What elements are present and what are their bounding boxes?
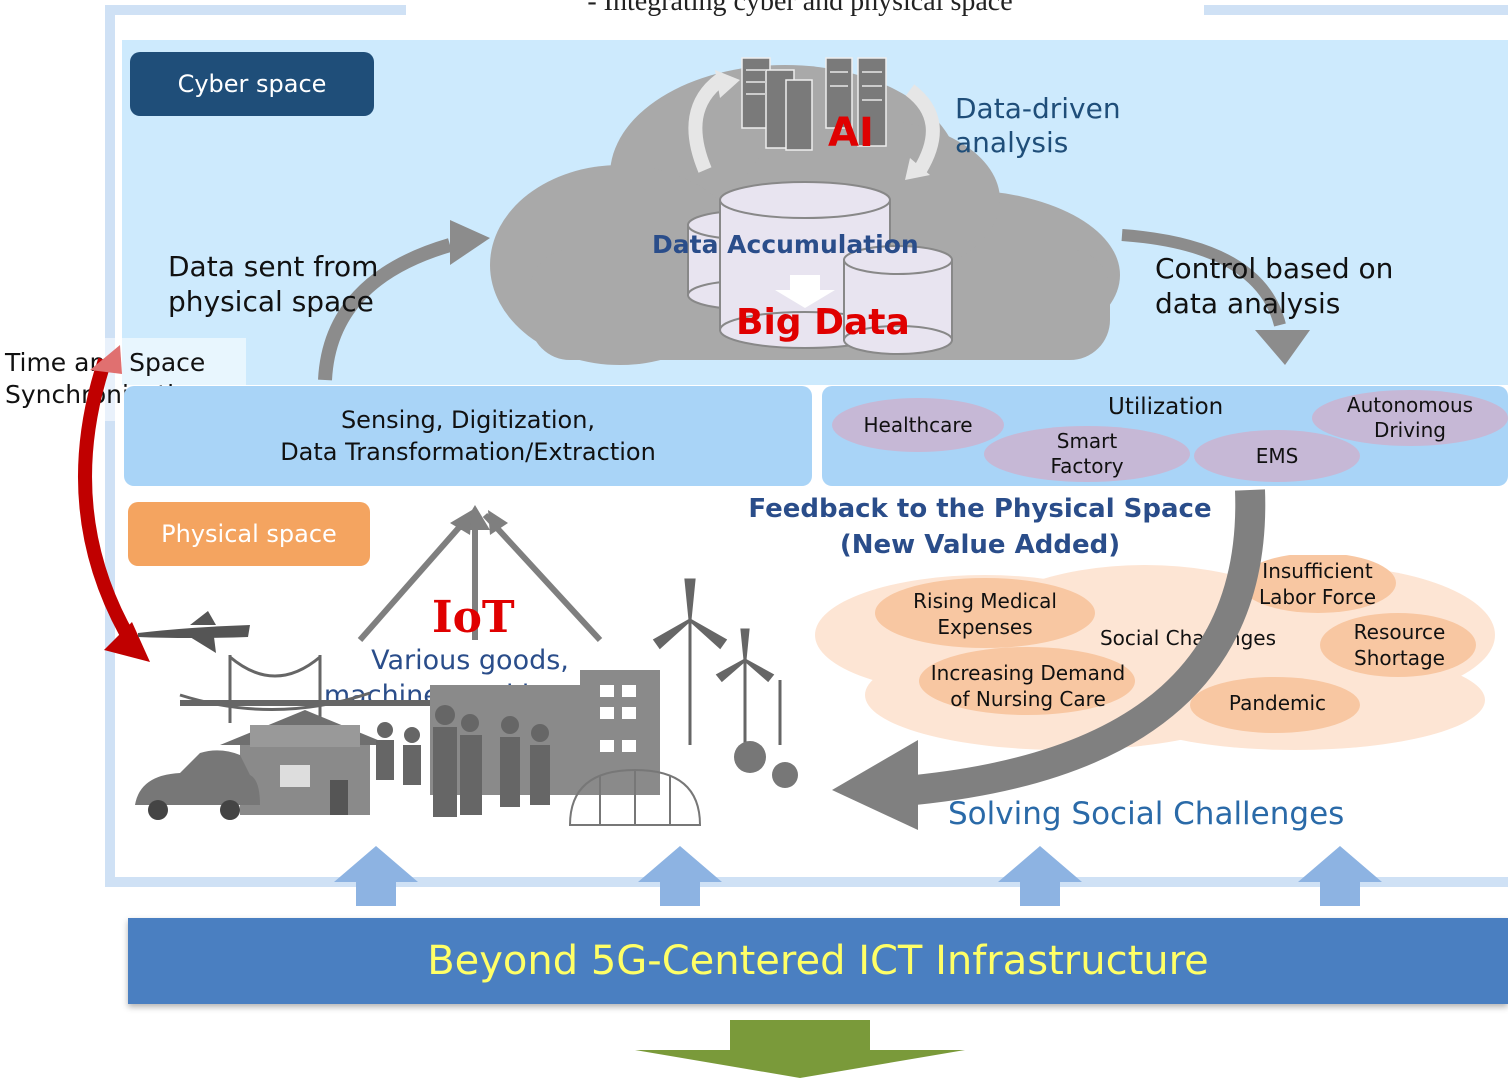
solving-social-challenges: Solving Social Challenges [948,796,1345,832]
pandemic-label: Pandemic [1228,691,1327,715]
feedback-line1: Feedback to the Physical Space [748,494,1212,524]
city-illustration [135,578,798,826]
sensing-bar [124,386,812,486]
database-cylinders [687,181,953,355]
labor-line2: Labor Force [1258,585,1377,609]
iot-sub-line1: Various goods, [371,645,569,676]
upload-arrow [318,220,490,381]
people-icon [376,705,550,817]
control-arrow [1121,229,1310,365]
sync-arrow [78,345,150,662]
car-icon [135,750,260,820]
cyber-space-label: Cyber space [130,52,374,116]
control-line1: Control based on [1155,252,1394,285]
bridge-icon [179,655,460,723]
feedback-line2: (New Value Added) [839,530,1121,560]
data-driven-line2: analysis [955,126,1069,159]
nursing-line1: Increasing Demand [930,661,1126,685]
nursing-line2: of Nursing Care [950,687,1106,711]
data-driven-line1: Data-driven [955,92,1121,125]
diagram-subtitle: - Integrating cyber and physical space [587,0,1013,17]
sensing-line1: Sensing, Digitization, [340,406,596,434]
labor-line1: Insufficient [1262,559,1373,583]
resource-line2: Shortage [1354,646,1445,670]
physical-space-label: Physical space [128,502,370,566]
iot-arrows [357,505,603,643]
smart-factory-line1: Smart [1056,429,1118,453]
data-sent-line2: physical space [168,285,374,318]
autonomous-line1: Autonomous [1346,393,1474,417]
feedback-arrow [832,489,1266,830]
ai-label: AI [828,110,874,156]
rising-medical-line1: Rising Medical [913,589,1057,613]
social-challenges-center: Social Challenges [1099,626,1277,650]
data-sent-line1: Data sent from [168,250,379,283]
healthcare-ellipse: Healthcare [832,398,1004,452]
down-arrow [635,1020,965,1078]
house-icon [220,710,390,815]
ems-ellipse: EMS [1194,430,1360,482]
infrastructure-bar: Beyond 5G-Centered ICT Infrastructure [128,918,1508,1004]
healthcare-label: Healthcare [863,412,973,437]
sensing-line2: Data Transformation/Extraction [280,438,656,466]
smart-factory-line2: Factory [1050,454,1124,478]
big-data-label: Big Data [736,302,910,343]
rising-medical-line2: Expenses [937,615,1033,639]
gears-icon [734,741,798,788]
autonomous-line2: Driving [1374,418,1446,442]
ems-label: EMS [1255,443,1299,468]
up-arrows [334,846,1382,906]
resource-line1: Resource [1353,620,1446,644]
infrastructure-label: Beyond 5G-Centered ICT Infrastructure [427,938,1209,984]
iot-label: IoT [432,592,515,643]
wind-turbine-icon [652,578,782,745]
airplane-icon [138,611,250,653]
data-accumulation-label: Data Accumulation [652,230,919,259]
cloud-graphic [490,57,1120,365]
social-challenges-cloud [815,555,1495,750]
greenhouse-icon [568,768,702,826]
control-line2: data analysis [1155,287,1341,320]
utilization-title: Utilization [1108,394,1224,420]
